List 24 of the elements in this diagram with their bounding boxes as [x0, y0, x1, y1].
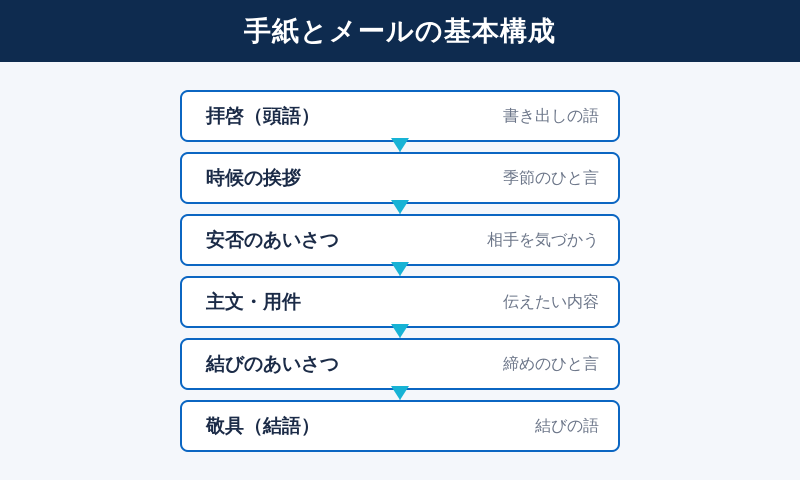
- arrow: [391, 200, 409, 214]
- step-note: 季節のひと言: [503, 168, 599, 188]
- step-box: [180, 152, 620, 204]
- step-note: 結びの語: [535, 416, 599, 436]
- step-box: [180, 400, 620, 452]
- step-name: 安否のあいさつ: [206, 228, 339, 253]
- title: 手紙とメールの基本構成: [244, 15, 556, 49]
- step-name: 主文・用件: [206, 290, 301, 315]
- arrow: [391, 386, 409, 400]
- step-box: [180, 276, 620, 328]
- step-name: 結びのあいさつ: [206, 352, 339, 377]
- arrow: [391, 138, 409, 152]
- step-note: 相手を気づかう: [487, 230, 599, 250]
- step-name: 拝啓（頭語）: [206, 104, 320, 129]
- arrow: [391, 262, 409, 276]
- step-name: 敬具（結語）: [206, 414, 320, 439]
- step-note: 書き出しの語: [503, 106, 599, 126]
- step-name: 時候の挨拶: [206, 166, 301, 191]
- step-note: 伝えたい内容: [503, 292, 599, 312]
- step-box: [180, 214, 620, 266]
- step-box: [180, 90, 620, 142]
- arrow: [391, 324, 409, 338]
- step-note: 締めのひと言: [503, 354, 599, 374]
- step-box: [180, 338, 620, 390]
